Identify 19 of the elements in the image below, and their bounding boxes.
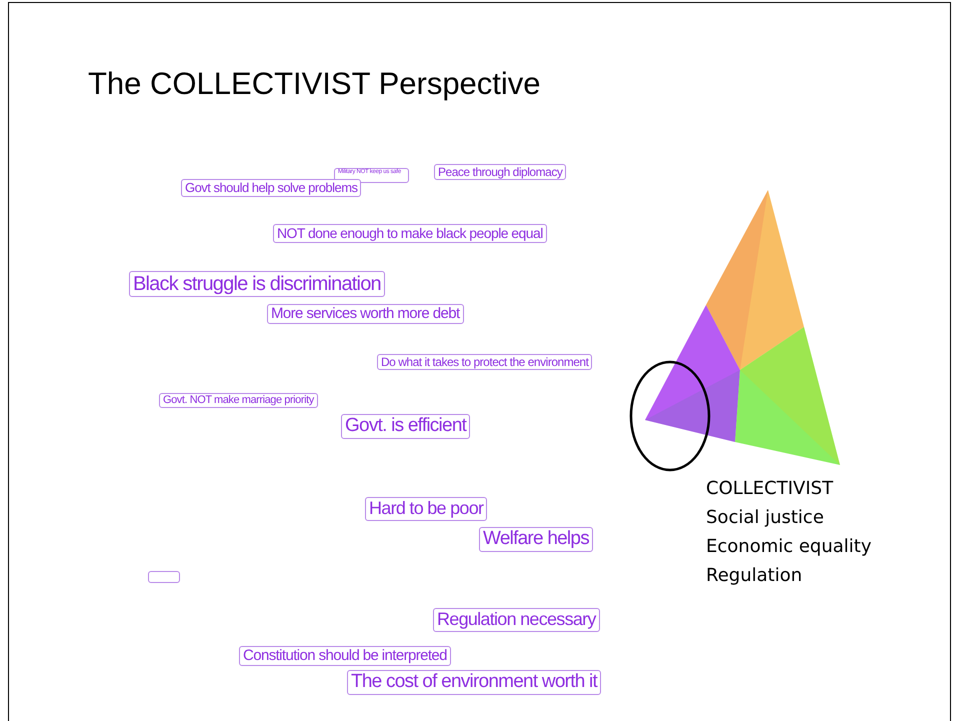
empty-tag	[148, 571, 180, 583]
perspective-trait: Economic equality	[706, 536, 872, 557]
word-tag: Govt should help solve problems	[181, 179, 362, 197]
slide-title: The COLLECTIVIST Perspective	[88, 66, 541, 102]
word-tag: Govt. is efficient	[341, 414, 470, 439]
perspective-heading: COLLECTIVIST	[706, 478, 834, 499]
word-tag: More services worth more debt	[267, 304, 464, 324]
perspective-trait: Regulation	[706, 565, 802, 586]
word-tag: NOT done enough to make black people equal	[273, 224, 547, 243]
word-tag: Constitution should be interpreted	[239, 646, 451, 666]
word-tag: Do what it takes to protect the environment	[377, 354, 592, 370]
word-tag: Peace through diplomacy	[434, 164, 566, 180]
word-tag: The cost of environment worth it	[347, 670, 602, 695]
word-tag: Govt. NOT make marriage priority	[159, 393, 318, 408]
word-tag: Black struggle is discrimination	[129, 271, 385, 297]
word-tag: Welfare helps	[479, 527, 593, 552]
perspective-trait: Social justice	[706, 507, 824, 528]
word-tag: Regulation necessary	[433, 608, 600, 632]
word-tag: Hard to be poor	[365, 497, 488, 521]
